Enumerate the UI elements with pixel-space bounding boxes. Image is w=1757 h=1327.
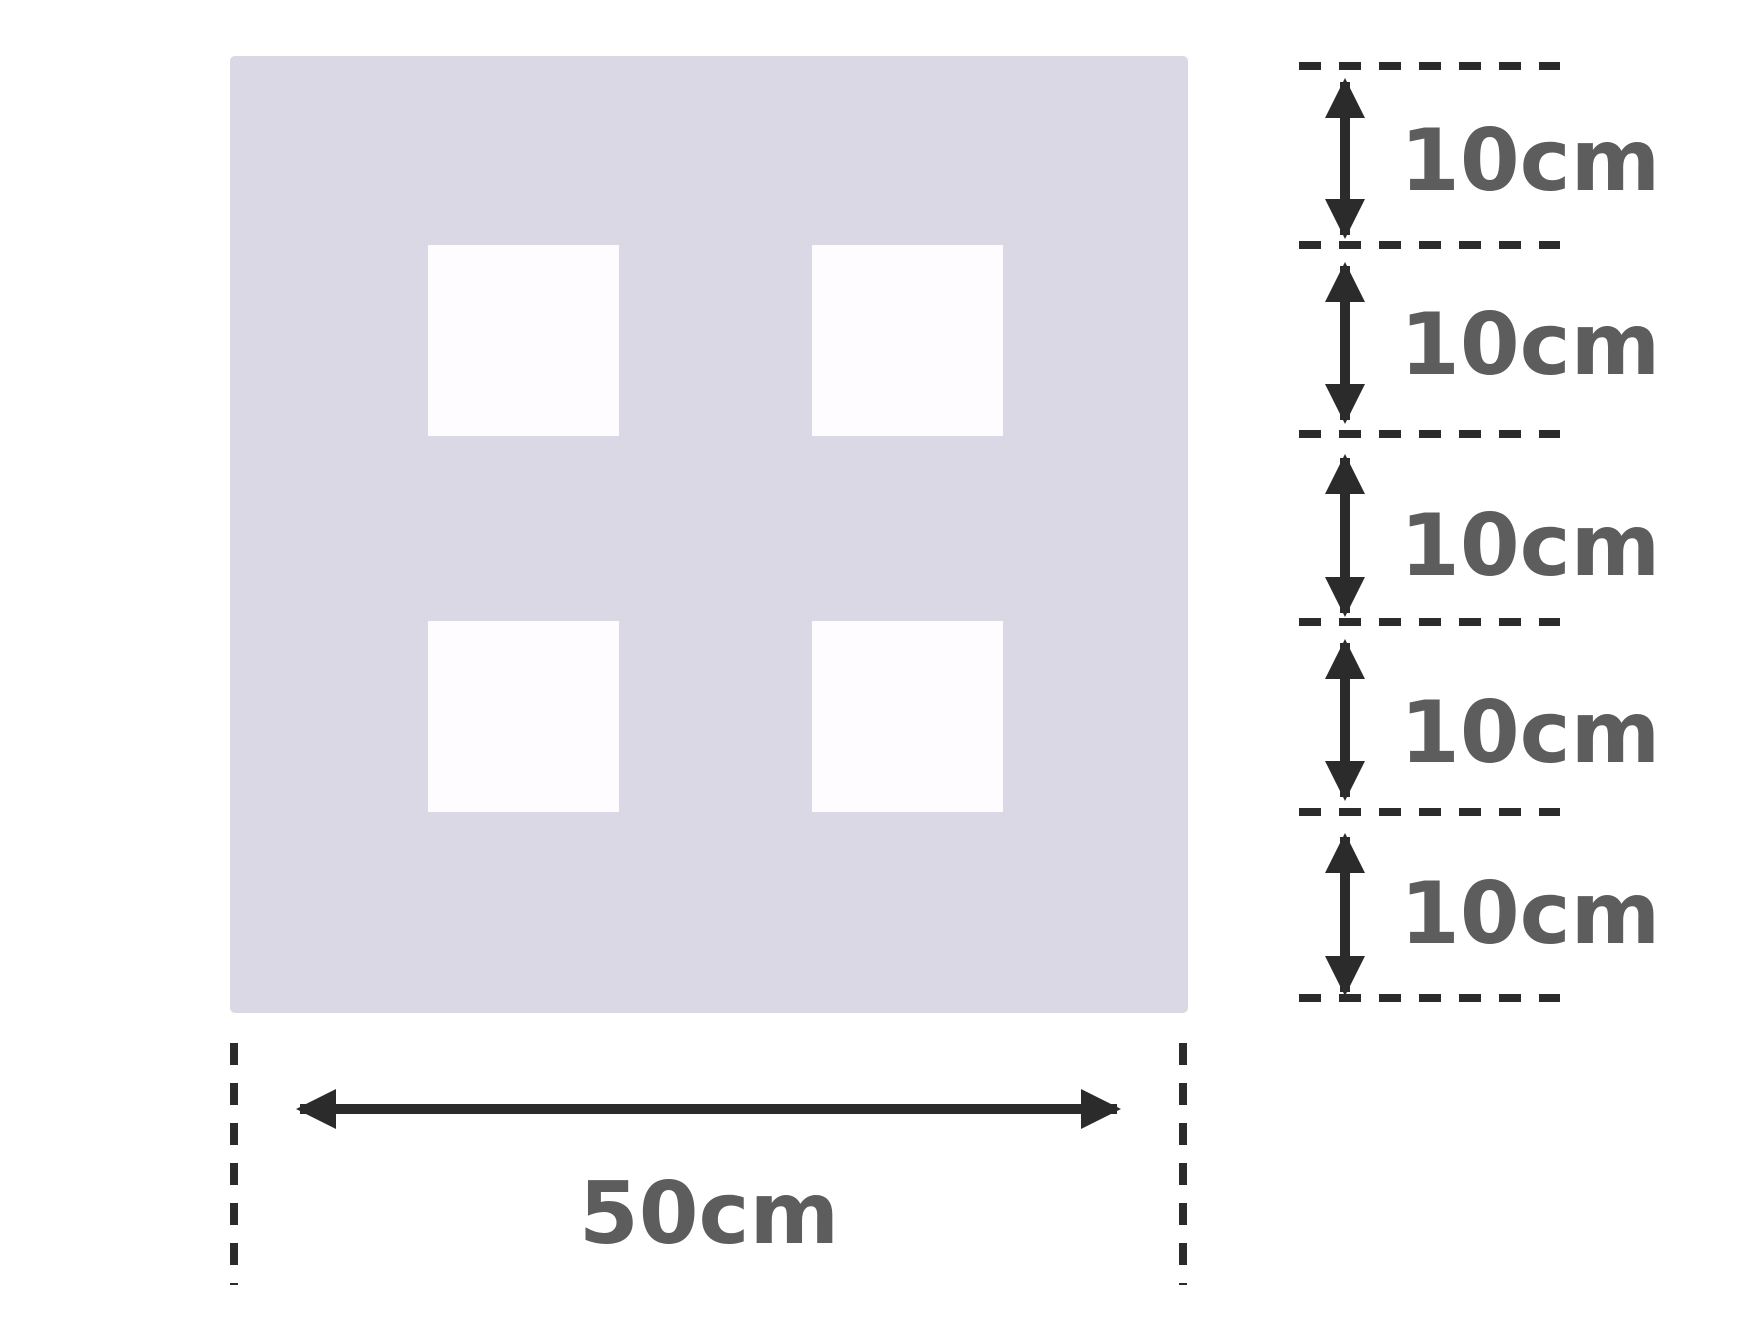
height-dimensions: 10cm 10cm 10cm 10cm 10cm	[1299, 62, 1660, 1002]
height-label-3: 10cm	[1400, 496, 1660, 596]
height-label-1: 10cm	[1400, 111, 1660, 211]
hole-bottom-right	[812, 621, 1003, 812]
square-panel	[230, 56, 1188, 1013]
width-dimension: 50cm	[230, 1043, 1187, 1285]
panel-background	[230, 56, 1188, 1013]
hole-top-left	[428, 245, 619, 436]
width-label: 50cm	[579, 1164, 839, 1264]
height-label-4: 10cm	[1400, 683, 1660, 783]
height-label-2: 10cm	[1400, 295, 1660, 395]
hole-bottom-left	[428, 621, 619, 812]
height-label-5: 10cm	[1400, 864, 1660, 964]
hole-top-right	[812, 245, 1003, 436]
